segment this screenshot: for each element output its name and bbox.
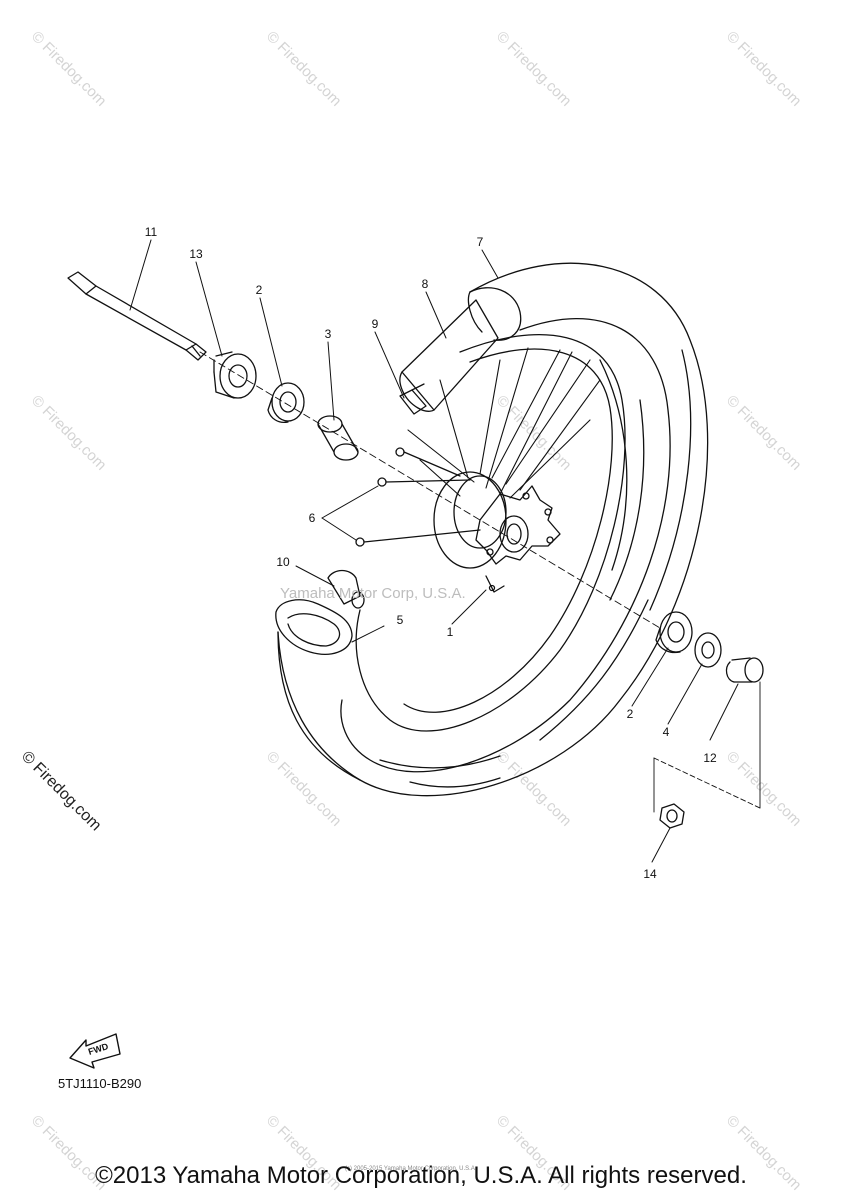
hub <box>433 471 561 593</box>
diagram-code: 5TJ1110-B290 <box>58 1076 142 1091</box>
callout-2-left: 2 <box>255 283 263 297</box>
callout-2-right: 2 <box>626 707 634 721</box>
small-notice: (c) 2005-2015 Yamaha Motor Corporation, … <box>345 1166 477 1172</box>
callout-1: 1 <box>446 625 454 639</box>
collar <box>213 351 257 399</box>
tube <box>399 287 522 412</box>
tire <box>275 262 709 797</box>
callout-6: 6 <box>308 511 316 525</box>
bearing-left <box>267 382 305 424</box>
callout-12: 12 <box>703 751 717 765</box>
spacer <box>317 415 359 461</box>
valve <box>399 383 427 415</box>
callout-14: 14 <box>643 867 657 881</box>
collar-right <box>694 632 722 668</box>
nut <box>659 803 685 829</box>
rim <box>355 334 645 732</box>
callout-4: 4 <box>662 725 670 739</box>
callout-9: 9 <box>371 317 379 331</box>
bolts <box>355 447 481 547</box>
callout-5: 5 <box>396 613 404 627</box>
leader-lines <box>129 239 739 863</box>
callout-8: 8 <box>421 277 429 291</box>
callout-11: 11 <box>144 225 158 239</box>
copyright: ©2013 Yamaha Motor Corporation, U.S.A. A… <box>95 1162 747 1189</box>
callout-10: 10 <box>276 555 290 569</box>
axle <box>67 271 207 361</box>
bearing-right <box>655 611 693 654</box>
spacer-right <box>725 657 764 683</box>
centerline <box>199 351 761 813</box>
center-watermark: Yamaha Motor Corp, U.S.A. <box>280 585 466 602</box>
valve-nut <box>327 569 365 609</box>
callout-13: 13 <box>189 247 203 261</box>
callout-3: 3 <box>324 327 332 341</box>
callout-7: 7 <box>476 235 484 249</box>
fwd-arrow-icon <box>69 1033 121 1069</box>
spokes <box>407 347 601 499</box>
